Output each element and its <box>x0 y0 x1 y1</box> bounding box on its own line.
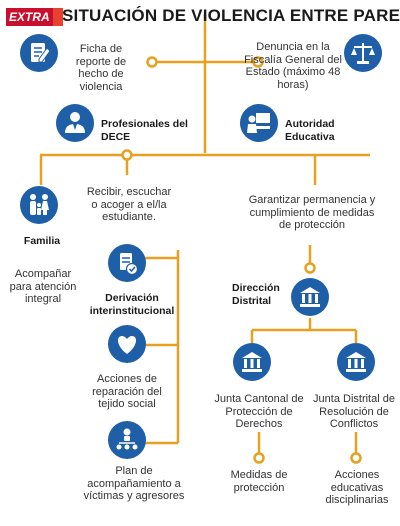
heart-icon <box>108 325 146 363</box>
recibir-text: Recibir, escuchar o acoger a el/la estud… <box>86 186 172 223</box>
dece-label: Profesionales del DECE <box>101 118 188 143</box>
professional-icon <box>56 104 94 142</box>
plan-text: Plan de acompañamiento a víctimas y agre… <box>83 465 185 502</box>
logo-text: EXTRA <box>6 8 53 26</box>
family-icon <box>20 186 58 224</box>
garantizar-text: Garantizar permanencia y cumplimiento de… <box>248 194 376 231</box>
page-title: SITUACIÓN DE VIOLENCIA ENTRE PARES <box>62 6 400 25</box>
acciones-reparacion-text: Acciones de reparación del tejido social <box>92 373 162 410</box>
direccion-label: Dirección Distrital <box>232 282 280 307</box>
acompanar-text: Acompañar para atención integral <box>9 268 77 305</box>
building-icon <box>233 343 271 381</box>
document-pen-icon <box>20 34 58 72</box>
group-network-icon <box>108 421 146 459</box>
derivacion-label: Derivación interinstitucional <box>89 292 175 317</box>
extra-logo: EXTRA <box>6 8 63 26</box>
autoridad-label: Autoridad Educativa <box>285 118 335 143</box>
familia-label: Familia <box>23 235 61 247</box>
junta-distrital-text: Junta Distrital de Resolución de Conflic… <box>313 393 395 430</box>
scales-icon <box>344 34 382 72</box>
junta-cantonal-text: Junta Cantonal de Protección de Derechos <box>214 393 304 430</box>
checklist-icon <box>108 244 146 282</box>
teacher-icon <box>240 104 278 142</box>
ficha-text: Ficha de reporte de hecho de violencia <box>75 43 127 93</box>
medidas-text: Medidas de protección <box>230 469 288 494</box>
denuncia-text: Denuncia en la Fiscalía General del Esta… <box>244 41 342 91</box>
acciones-disciplinarias-text: Acciones educativas disciplinarias <box>325 469 389 506</box>
building-icon <box>337 343 375 381</box>
building-icon <box>291 278 329 316</box>
